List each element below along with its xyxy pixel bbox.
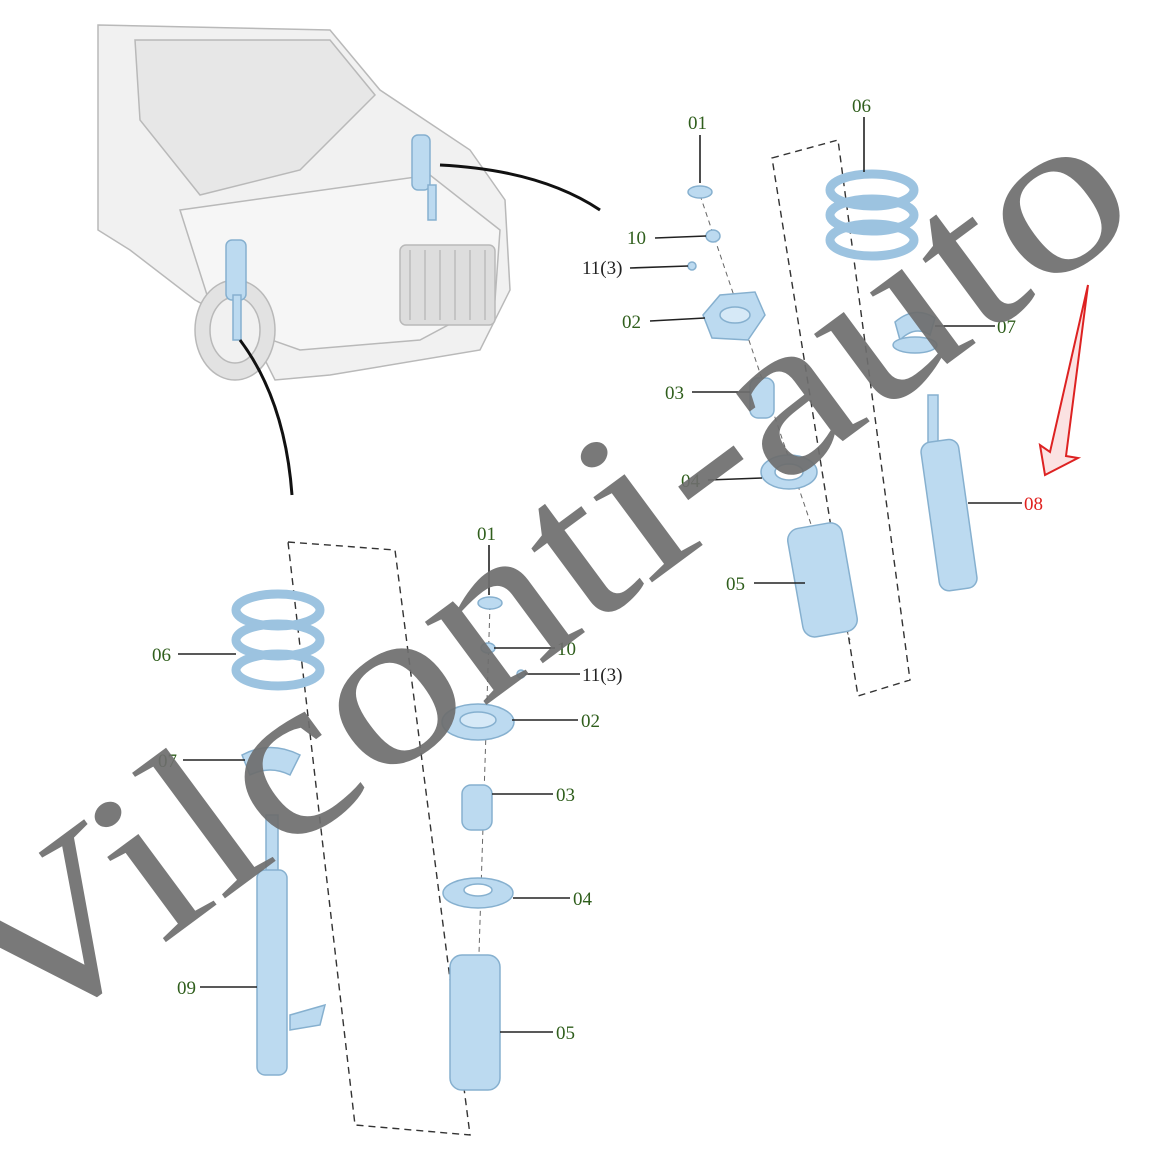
- label-bottom-04: 04: [573, 889, 593, 910]
- label-bottom-03: 03: [556, 785, 575, 806]
- bottom-strut-assembly: 01 10 11(3) 02 03 04 05 06 07 09: [152, 524, 622, 1136]
- label-top-02: 02: [622, 312, 641, 333]
- label-bottom-05: 05: [556, 1023, 575, 1044]
- label-top-04: 04: [681, 471, 701, 492]
- top-spring: [825, 169, 919, 261]
- label-bottom-11: 11(3): [582, 665, 622, 686]
- label-bottom-07: 07: [158, 751, 177, 772]
- highlight-arrow-icon: [1038, 284, 1089, 477]
- label-top-01: 01: [688, 113, 707, 134]
- label-bottom-09: 09: [177, 978, 196, 999]
- label-top-06: 06: [852, 96, 871, 117]
- label-top-10: 10: [627, 228, 646, 249]
- label-bottom-01: 01: [477, 524, 496, 545]
- car-illustration: [97, 24, 601, 496]
- top-strut-assembly: 01 10 11(3) 02 03 04 05 06 07 08: [582, 96, 1089, 697]
- label-bottom-10: 10: [557, 639, 576, 660]
- label-top-08: 08: [1024, 494, 1043, 515]
- label-top-05: 05: [726, 574, 745, 595]
- label-top-07: 07: [997, 317, 1016, 338]
- label-top-11: 11(3): [582, 258, 622, 279]
- label-bottom-06: 06: [152, 645, 171, 666]
- bottom-spring: [231, 589, 325, 691]
- label-bottom-02: 02: [581, 711, 600, 732]
- car-strut-front: [225, 134, 437, 341]
- label-top-03: 03: [665, 383, 684, 404]
